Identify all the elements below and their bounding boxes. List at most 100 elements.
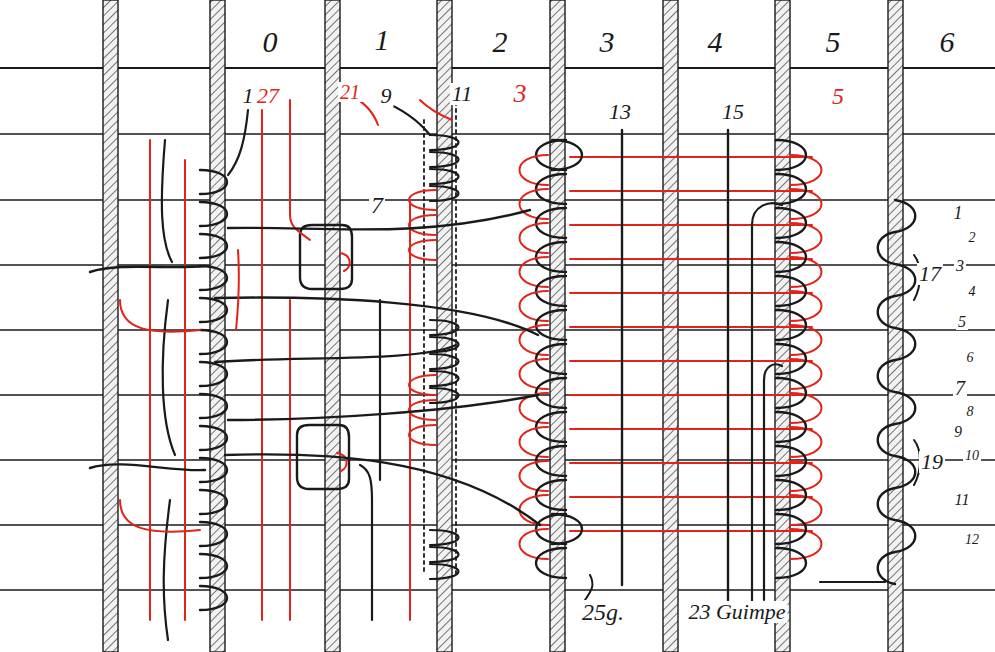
thread xyxy=(200,522,227,546)
hatched-bar xyxy=(103,0,118,652)
thread xyxy=(163,300,175,455)
thread xyxy=(90,464,205,470)
thread xyxy=(776,446,806,476)
thread xyxy=(430,135,459,150)
callout-number: 13 xyxy=(607,101,633,123)
thread xyxy=(200,426,227,450)
thread xyxy=(520,359,549,389)
thread xyxy=(776,514,806,544)
thread xyxy=(360,465,372,620)
thread xyxy=(300,225,352,289)
thread xyxy=(520,529,549,559)
thread xyxy=(215,345,456,362)
thread xyxy=(585,575,592,600)
callout-number: 21 xyxy=(338,82,362,102)
callout-number: 2 xyxy=(967,231,978,245)
thread xyxy=(776,140,806,170)
thread xyxy=(520,223,549,253)
callout-number: 3 xyxy=(954,258,966,274)
thread xyxy=(430,169,459,184)
thread xyxy=(409,375,436,395)
hatched-bar xyxy=(550,0,565,652)
thread xyxy=(776,548,806,578)
thread xyxy=(570,190,812,192)
thread xyxy=(420,100,452,120)
thread xyxy=(430,564,459,579)
callout-number: 0 xyxy=(261,27,280,57)
thread xyxy=(200,266,227,290)
callout-number: 5 xyxy=(830,84,846,108)
thread xyxy=(570,462,812,464)
callout-number: 1 xyxy=(241,85,256,107)
thread xyxy=(776,378,806,408)
thread xyxy=(520,461,549,491)
thread xyxy=(236,250,239,330)
callout-number: 5 xyxy=(824,27,843,57)
callout-number: 6 xyxy=(965,351,976,365)
thread xyxy=(570,428,812,430)
thread xyxy=(455,95,457,575)
thread xyxy=(776,412,806,442)
thread xyxy=(228,110,248,175)
thread xyxy=(337,453,347,471)
callout-number: 9 xyxy=(952,424,964,440)
thread xyxy=(820,581,885,583)
callout-number: 25g. xyxy=(580,600,626,624)
thread xyxy=(200,362,227,386)
thread xyxy=(90,266,205,272)
thread xyxy=(764,364,782,600)
thread xyxy=(430,186,459,201)
callout-number: 19 xyxy=(919,451,945,473)
thread xyxy=(289,300,291,620)
thread xyxy=(430,152,459,167)
thread xyxy=(409,190,436,210)
thread xyxy=(776,208,806,238)
callout-number: 7 xyxy=(369,193,385,217)
thread xyxy=(164,500,170,640)
thread xyxy=(570,292,812,294)
thread xyxy=(162,140,172,262)
thread xyxy=(200,554,227,578)
thread xyxy=(776,310,806,340)
thread xyxy=(570,224,812,226)
thread xyxy=(520,291,549,321)
thread xyxy=(340,253,350,271)
thread xyxy=(409,240,436,260)
callout-number: 12 xyxy=(963,533,981,547)
thread xyxy=(228,395,538,420)
thread xyxy=(776,174,806,204)
thread xyxy=(261,110,263,620)
callout-number: 8 xyxy=(965,405,976,419)
thread xyxy=(520,189,549,219)
thread xyxy=(200,170,227,194)
thread xyxy=(520,257,549,287)
thread xyxy=(430,354,459,369)
thread xyxy=(752,203,782,600)
thread xyxy=(200,490,227,514)
thread xyxy=(776,276,806,306)
thread xyxy=(570,258,812,260)
thread xyxy=(552,140,582,170)
callout-number: 15 xyxy=(720,101,746,123)
thread xyxy=(200,202,227,226)
thread xyxy=(409,425,436,445)
callout-number: 1 xyxy=(373,25,392,55)
thread xyxy=(570,496,812,498)
thread xyxy=(552,514,582,544)
callout-number: 3 xyxy=(598,27,617,57)
thread xyxy=(290,100,310,240)
thread xyxy=(776,242,806,272)
thread xyxy=(621,130,623,585)
thread xyxy=(430,530,459,545)
callout-number: 1 xyxy=(952,204,965,222)
thread xyxy=(776,480,806,510)
thread xyxy=(149,140,151,620)
callout-number: 5 xyxy=(956,314,968,330)
thread xyxy=(379,300,381,480)
callout-number: 10 xyxy=(963,449,981,463)
grid-line xyxy=(0,133,995,134)
thread xyxy=(570,156,812,158)
callout-number: 17 xyxy=(917,263,943,285)
thread xyxy=(423,120,425,575)
grid-line xyxy=(0,67,995,69)
